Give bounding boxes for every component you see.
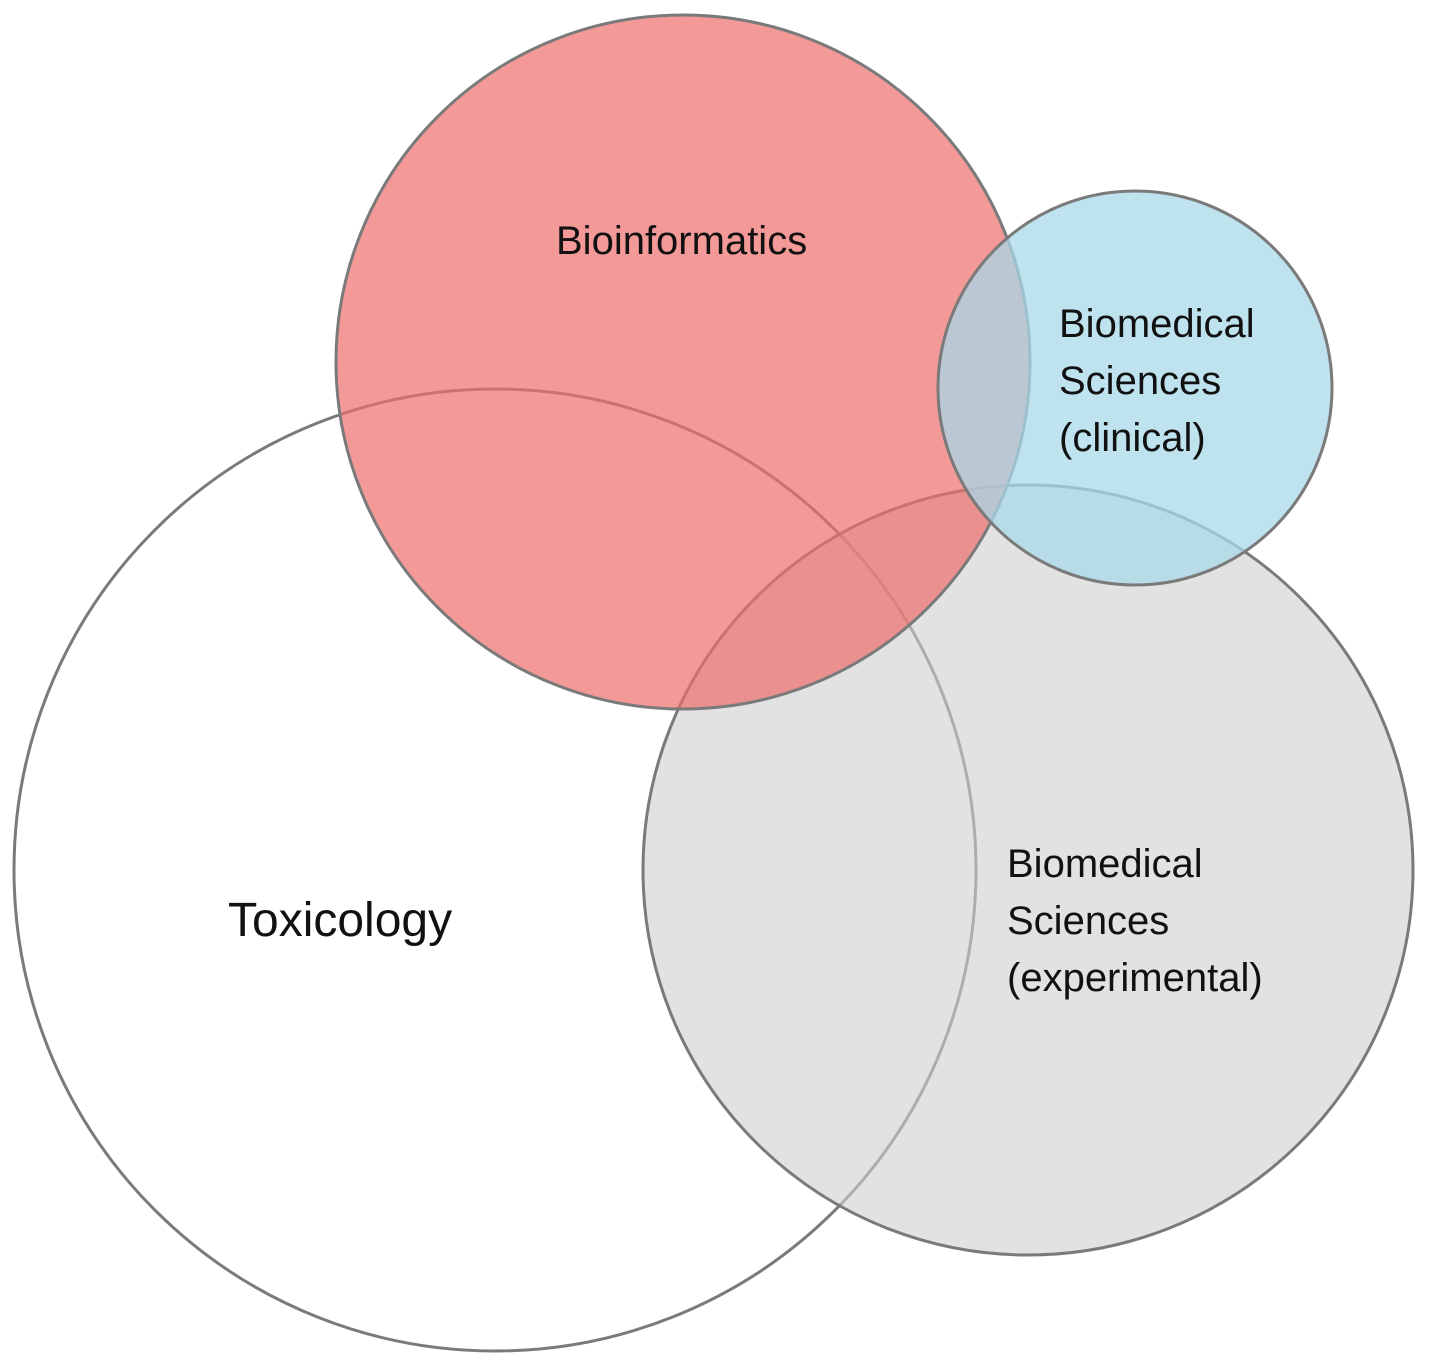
biomedical-experimental-label-line-3: (experimental) [1007, 956, 1263, 1000]
biomedical-experimental-label: Biomedical Sciences (experimental) [1007, 842, 1263, 1000]
biomedical-clinical-circle [936, 189, 1334, 587]
bioinformatics-circle [334, 13, 1032, 711]
biomedical-clinical-label-line-2: Sciences [1059, 359, 1221, 403]
bioinformatics-label: Bioinformatics [556, 219, 807, 263]
toxicology-label: Toxicology [228, 894, 452, 947]
biomedical-clinical-label: Biomedical Sciences (clinical) [1059, 302, 1255, 460]
biomedical-clinical-label-line-3: (clinical) [1059, 416, 1206, 460]
biomedical-experimental-label-line-1: Biomedical [1007, 842, 1203, 886]
biomedical-experimental-label-line-2: Sciences [1007, 899, 1169, 943]
biomedical-clinical-label-line-1: Biomedical [1059, 302, 1255, 346]
